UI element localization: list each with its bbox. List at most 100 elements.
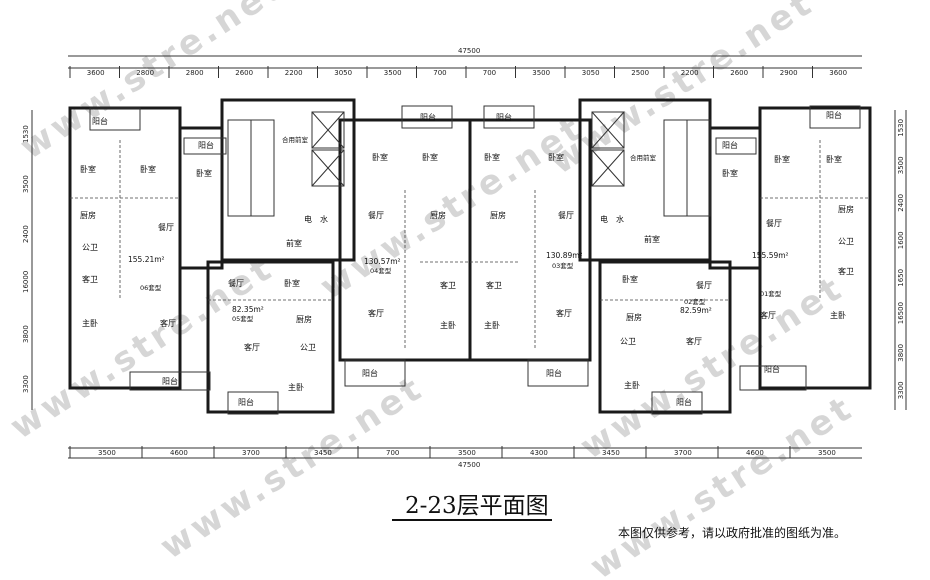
- dimension-label: 3600: [87, 69, 105, 77]
- room-bedroom: 卧室: [826, 154, 842, 164]
- dimension-label: 3500: [22, 175, 30, 193]
- dimension-label: 2400: [22, 225, 30, 243]
- room-dining: 餐厅: [766, 219, 782, 228]
- room-balcony: 阳台: [238, 397, 254, 407]
- unit-03-type: 03套型: [552, 261, 574, 270]
- dimension-label: 3300: [897, 381, 905, 399]
- room-dining: 餐厅: [368, 211, 384, 220]
- room-power: 电: [304, 214, 312, 224]
- dimension-label: 3300: [22, 375, 30, 393]
- room-bedroom: 卧室: [774, 154, 790, 164]
- dimension-label: 1600: [897, 231, 905, 249]
- dimension-label: 2400: [897, 194, 905, 212]
- room-master-bedroom: 主卧: [288, 382, 304, 392]
- watermark: www.stre.net: [13, 0, 291, 168]
- room-bedroom: 卧室: [484, 152, 500, 162]
- title-underline: [392, 519, 552, 521]
- dimension-label: 3050: [334, 69, 352, 77]
- disclaimer-note: 本图仅供参考，请以政府批准的图纸为准。: [618, 526, 847, 540]
- room-living: 客厅: [160, 318, 176, 328]
- dimension-label: 4600: [170, 449, 188, 457]
- unit-02-type: 02套型: [684, 297, 706, 306]
- watermark: www.stre.net: [3, 247, 281, 447]
- room-master-bedroom: 主卧: [82, 318, 98, 328]
- room-balcony: 阳台: [722, 140, 738, 150]
- room-living: 客厅: [686, 336, 702, 346]
- room-bedroom: 卧室: [372, 152, 388, 162]
- dimension-label: 3450: [314, 449, 332, 457]
- unit-01-type: 01套型: [760, 289, 782, 298]
- unit-02-area: 82.59m²: [680, 306, 712, 315]
- room-public-bath: 公卫: [82, 243, 98, 252]
- room-balcony: 阳台: [362, 368, 378, 378]
- watermark: www.stre.net: [153, 367, 431, 567]
- room-balcony: 阳台: [420, 112, 436, 122]
- dimension-label: 4300: [530, 449, 548, 457]
- room-water: 水: [616, 214, 624, 224]
- dimension-label: 2200: [681, 69, 699, 77]
- room-public-bath: 公卫: [620, 337, 636, 346]
- room-living: 客厅: [760, 310, 776, 320]
- dimension-label: 2900: [780, 69, 798, 77]
- dimension-label: 2800: [186, 69, 204, 77]
- dimension-label: 700: [386, 449, 399, 457]
- dimension-label: 1530: [22, 125, 30, 143]
- unit-06-type: 06套型: [140, 283, 162, 292]
- dimension-label: 3800: [897, 344, 905, 362]
- unit-01-area: 155.59m²: [752, 251, 789, 260]
- dimension-label: 3500: [384, 69, 402, 77]
- room-guest-bath: 客卫: [440, 280, 456, 290]
- unit-06-area: 155.21m²: [128, 255, 165, 264]
- room-living: 客厅: [244, 342, 260, 352]
- dimension-label: 2600: [730, 69, 748, 77]
- room-kitchen: 厨房: [296, 314, 312, 324]
- unit-04-type: 04套型: [370, 266, 392, 275]
- room-kitchen: 厨房: [430, 210, 446, 220]
- room-living: 客厅: [368, 308, 384, 318]
- room-balcony: 阳台: [764, 364, 780, 374]
- room-kitchen: 厨房: [490, 210, 506, 220]
- room-bedroom: 卧室: [196, 168, 212, 178]
- room-balcony: 阳台: [496, 112, 512, 122]
- dimension-label: 3500: [818, 449, 836, 457]
- room-balcony: 阳台: [198, 140, 214, 150]
- unit-05-area: 82.35m²: [232, 305, 264, 314]
- room-lobby: 前室: [286, 238, 302, 248]
- dimension-label: 3500: [98, 449, 116, 457]
- dimension-label: 3700: [674, 449, 692, 457]
- dimension-label: 1530: [897, 119, 905, 137]
- dimension-label: 3500: [532, 69, 550, 77]
- room-dining: 餐厅: [158, 223, 174, 232]
- room-public-bath: 公卫: [300, 343, 316, 352]
- room-labels: 阳台 卧室 卧室 阳台 卧室 厨房 餐厅 公卫 155.21m² 客卫 06套型…: [80, 110, 854, 407]
- room-lobby: 前室: [644, 234, 660, 244]
- room-balcony: 阳台: [826, 110, 842, 120]
- room-kitchen: 厨房: [838, 204, 854, 214]
- dimension-label: 3700: [242, 449, 260, 457]
- room-balcony: 阳台: [162, 376, 178, 386]
- dimension-label: 16500: [897, 302, 905, 324]
- room-pipe-shaft: 合用前室: [630, 153, 657, 162]
- room-kitchen: 厨房: [80, 210, 96, 220]
- dimension-label: 4600: [746, 449, 764, 457]
- room-bedroom: 卧室: [422, 152, 438, 162]
- dimension-label: 1650: [897, 269, 905, 287]
- dimension-label: 3600: [829, 69, 847, 77]
- room-bedroom: 卧室: [722, 168, 738, 178]
- room-bedroom: 卧室: [80, 164, 96, 174]
- dimension-label: 3050: [582, 69, 600, 77]
- room-dining: 餐厅: [558, 211, 574, 220]
- dimension-label: 3450: [602, 449, 620, 457]
- room-dining: 餐厅: [228, 279, 244, 288]
- drawing-title: 2-23层平面图: [405, 493, 549, 519]
- dimension-label: 2800: [136, 69, 154, 77]
- room-public-bath: 公卫: [838, 237, 854, 246]
- room-power: 电: [600, 214, 608, 224]
- room-bedroom: 卧室: [140, 164, 156, 174]
- room-dining: 餐厅: [696, 281, 712, 290]
- unit-03-area: 130.89m²: [546, 251, 583, 260]
- dimension-lines: 47500 47500: [31, 47, 907, 469]
